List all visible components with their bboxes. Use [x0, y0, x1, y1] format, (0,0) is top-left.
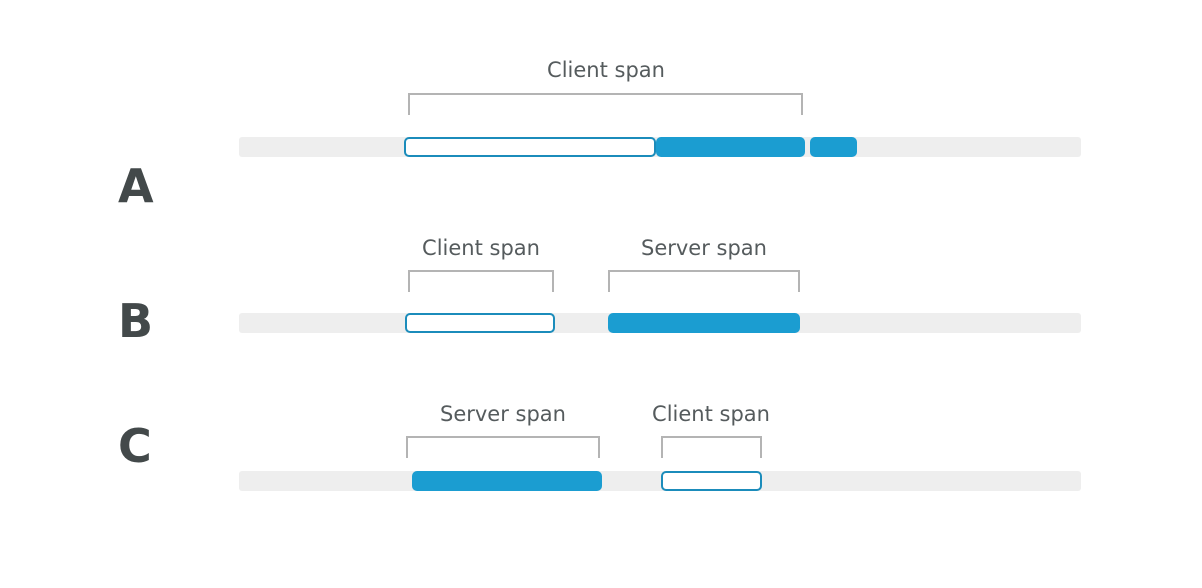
span-bracket-client-span-a: [408, 93, 803, 115]
server-span-bar-b[interactable]: [608, 313, 800, 333]
timeline-track-a: [239, 137, 1081, 157]
span-label-client-span-b: Client span: [422, 236, 540, 260]
span-bracket-client-span-b: [408, 270, 554, 292]
row-label-a: A: [118, 159, 155, 213]
timeline-track-b: [239, 313, 1081, 333]
span-label-server-span-c: Server span: [440, 402, 566, 426]
span-label-client-span-c: Client span: [652, 402, 770, 426]
span-bracket-client-span-c: [661, 436, 762, 458]
row-label-b: B: [118, 294, 154, 348]
timeline-track-c: [239, 471, 1081, 491]
client-span-bar-c[interactable]: [661, 471, 762, 491]
client-span-bar-b[interactable]: [405, 313, 555, 333]
server-span-bar-a[interactable]: [656, 137, 805, 157]
span-label-client-span-a: Client span: [547, 58, 665, 82]
span-bracket-server-span-b: [608, 270, 800, 292]
server-span-bar-c[interactable]: [412, 471, 602, 491]
span-bracket-server-span-c: [406, 436, 600, 458]
trailing-span-bar-a[interactable]: [810, 137, 857, 157]
span-label-server-span-b: Server span: [641, 236, 767, 260]
client-span-bar-a[interactable]: [404, 137, 656, 157]
row-label-c: C: [118, 419, 153, 473]
